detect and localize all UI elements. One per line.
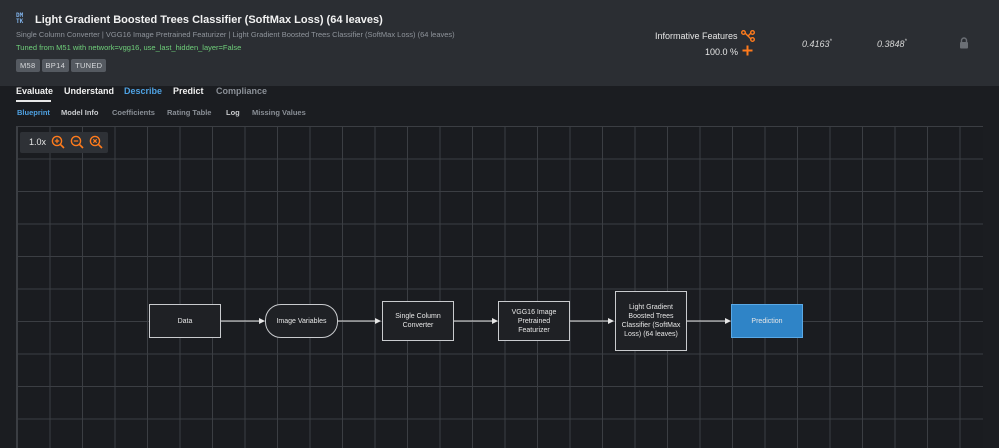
tuned-from-text: Tuned from M51 with network=vgg16, use_l… (16, 43, 242, 52)
zoom-out-icon[interactable] (70, 135, 84, 149)
zoom-reset-icon[interactable] (89, 135, 103, 149)
subtab-model-info[interactable]: Model Info (61, 108, 99, 117)
model-title: Light Gradient Boosted Trees Classifier … (35, 14, 383, 26)
crossval-star: * (904, 39, 907, 45)
node-lightgbm-classifier[interactable]: Light Gradient Boosted Trees Classifier … (615, 291, 687, 351)
lock-icon (960, 37, 968, 49)
feature-list-label[interactable]: Informative Features (655, 31, 738, 41)
model-subtitle: Single Column Converter | VGG16 Image Pr… (16, 30, 455, 39)
model-header: DM TK Light Gradient Boosted Trees Class… (0, 0, 999, 86)
node-prediction[interactable]: Prediction (731, 304, 803, 338)
plus-icon[interactable] (742, 45, 753, 56)
crossval-score: 0.3848 (877, 39, 905, 49)
badge-model-number: M58 (16, 59, 40, 72)
blueprint-canvas[interactable] (16, 126, 983, 448)
tab-predict[interactable]: Predict (173, 86, 204, 96)
feature-list-share-icon[interactable] (741, 30, 755, 42)
model-badges: M58 BP14 TUNED (16, 59, 107, 72)
tab-compliance[interactable]: Compliance (216, 86, 268, 96)
node-single-column-converter[interactable]: Single Column Converter (382, 301, 454, 341)
subtab-log[interactable]: Log (226, 108, 240, 117)
zoom-controls (20, 132, 108, 153)
subtab-rating-table[interactable]: Rating Table (167, 108, 212, 117)
subtab-coefficients[interactable]: Coefficients (112, 108, 155, 117)
main-tabs: Evaluate Understand Describe Predict Com… (0, 86, 999, 101)
node-vgg16-featurizer[interactable]: VGG16 Image Pretrained Featurizer (498, 301, 570, 341)
validation-metric: 0.4163* (802, 39, 832, 49)
tab-understand[interactable]: Understand (64, 86, 115, 96)
zoom-in-icon[interactable] (51, 135, 65, 149)
subtab-blueprint[interactable]: Blueprint (17, 108, 50, 117)
validation-star: * (829, 39, 832, 45)
evaluate-tab-underline (16, 100, 51, 102)
node-data[interactable]: Data (149, 304, 221, 338)
zoom-level: 1.0x (29, 137, 47, 147)
crossval-metric: 0.3848* (877, 39, 907, 49)
subtab-missing-values[interactable]: Missing Values (252, 108, 306, 117)
tab-evaluate[interactable]: Evaluate (16, 86, 54, 96)
validation-score: 0.4163 (802, 39, 830, 49)
node-image-variables[interactable]: Image Variables (265, 304, 338, 338)
model-type-icon: DM TK (16, 12, 24, 25)
tab-describe[interactable]: Describe (124, 86, 163, 96)
badge-blueprint-number: BP14 (41, 59, 70, 72)
sample-size-percent: 100.0 % (705, 47, 739, 57)
badge-tuned: TUNED (71, 59, 107, 72)
